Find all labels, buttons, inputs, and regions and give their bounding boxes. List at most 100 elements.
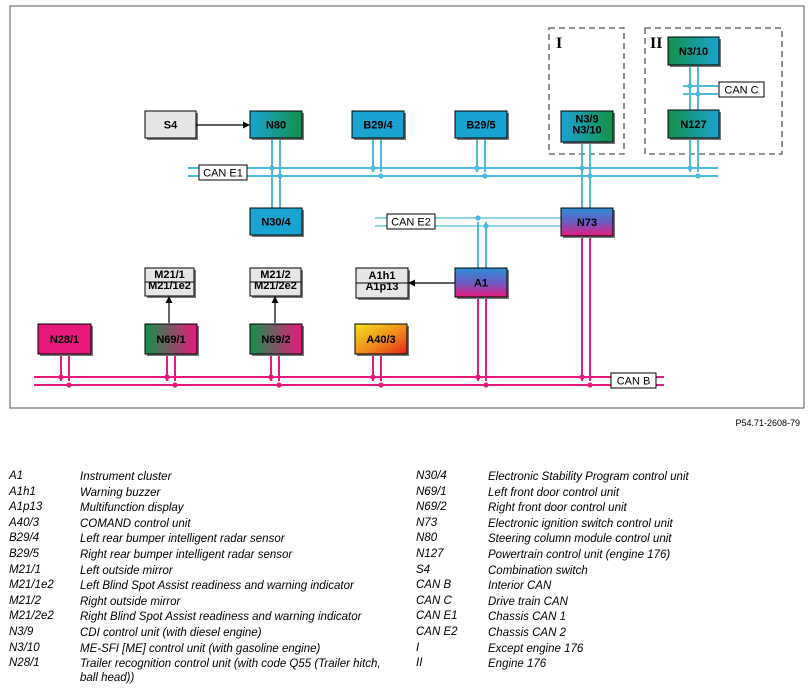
legend-description: Right outside mirror (80, 595, 181, 608)
legend-description: Except engine 176 (488, 642, 584, 655)
legend-code: CAN C (416, 594, 452, 607)
legend-code: N69/2 (416, 501, 447, 514)
can-c-label-box (718, 81, 765, 98)
module-n69-2 (249, 323, 303, 355)
bus-labels: CAN E1 CAN E2 CAN B CAN C (198, 81, 765, 389)
junction-dot (172, 382, 178, 388)
legend-description: COMAND control unit (80, 517, 191, 530)
legend-description: Drive train CAN (488, 595, 568, 608)
module-m21-1-label: M21/1e2 (148, 280, 191, 292)
legend-description: Electronic Stability Program control uni… (488, 471, 689, 483)
module-a40-3 (354, 323, 408, 355)
module-n69-1-label: N69/1 (156, 334, 185, 346)
legend-description: CDI control unit (with diesel engine) (80, 626, 262, 639)
legend-code: N80 (416, 532, 438, 545)
can-e2-label: CAN E2 (391, 217, 431, 229)
legend-description: Chassis CAN 1 (488, 611, 566, 624)
junction-dot (483, 382, 489, 388)
legend-description: Interior CAN (488, 580, 552, 593)
arrow-head-s4-n80 (243, 121, 250, 129)
module-n3-9-label: N3/9 (575, 114, 598, 126)
legend-description: Combination switch (488, 564, 588, 577)
can-e1-label: CAN E1 (203, 168, 243, 180)
module-n127-label: N127 (680, 119, 706, 131)
legend-description: Left front door control unit (488, 486, 620, 499)
module-a1h1-label: A1p13 (365, 281, 398, 293)
arrows (165, 121, 455, 323)
junction-dot (66, 382, 72, 388)
module-b29-5 (454, 110, 508, 139)
can-b-label: CAN B (617, 376, 651, 388)
legend-description: Electronic ignition switch control unit (488, 517, 673, 530)
module-m21-1-label: M21/1 (154, 269, 185, 281)
group-label-ii: II (650, 35, 662, 52)
module-a1-label: A1 (474, 278, 488, 290)
can-e2-label-box (386, 213, 436, 230)
module-n28-1-label: N28/1 (50, 334, 79, 346)
legend-item: A40/3 COMAND control unit (9, 517, 409, 533)
module-n3-10 (667, 36, 720, 66)
module-n69-1 (144, 323, 198, 355)
module-n28-1 (37, 323, 92, 355)
module-n80-label: N80 (266, 120, 286, 132)
legend-code: II (416, 657, 423, 670)
junction-dot (474, 165, 480, 171)
legend-description: Left outside mirror (80, 564, 173, 577)
legend-description: Steering column module control unit (488, 533, 672, 546)
arrow-head-a1-a1h1 (408, 279, 415, 287)
legend-code: N73 (416, 516, 438, 529)
junction-dot (277, 173, 283, 179)
legend-item: N80 Steering column module control unit (416, 532, 806, 548)
module-s4 (144, 110, 197, 139)
junction-dot (482, 173, 488, 179)
junction-dot (268, 374, 274, 380)
legend-code: M21/2 (9, 594, 41, 607)
can-b-label-box (610, 372, 657, 389)
module-b29-4 (351, 110, 405, 139)
junction-dot (378, 173, 384, 179)
module-n127 (667, 109, 720, 139)
legend-item: CAN C Drive train CAN (416, 595, 806, 611)
legend-code: N28/1 (9, 657, 40, 670)
legend-code: M21/1e2 (9, 579, 54, 592)
legend-code: N30/4 (416, 470, 447, 482)
junction-dot (587, 382, 593, 388)
legend-code: B29/5 (9, 547, 40, 560)
group-label-i: I (556, 35, 562, 52)
junction-dot (587, 173, 593, 179)
legend-code: S4 (416, 563, 431, 576)
legend-code: A40/3 (9, 516, 40, 529)
module-n3-10-label: N3/10 (679, 46, 708, 58)
legend-description: ME-SFI [ME] control unit (with gasoline … (80, 642, 321, 655)
junction-dot (58, 374, 64, 380)
legend-item: M21/1e2 Left Blind Spot Assist readiness … (9, 579, 409, 595)
module-n3-9 (560, 110, 614, 143)
junction-dot (695, 91, 701, 97)
legend-code: N3/9 (9, 625, 34, 638)
arrow-head-n69-2-m21-2 (271, 296, 279, 303)
junction-dot (269, 165, 275, 171)
legend-description: Left Blind Spot Assist readiness and war… (80, 580, 354, 593)
legend-code: N127 (416, 547, 444, 560)
legend-code: I (416, 641, 420, 654)
figure-reference: P54.71-2608-79 (735, 418, 800, 428)
legend-description: Instrument cluster (80, 471, 172, 483)
legend-item: N73 Electronic ignition switch control un… (416, 517, 806, 533)
module-n69-2-label: N69/2 (261, 334, 290, 346)
legend-item: M21/2 Right outside mirror (9, 595, 409, 611)
module-a40-3-label: A40/3 (366, 334, 395, 346)
legend-code: A1h1 (9, 485, 36, 498)
legend-code: N69/1 (416, 485, 447, 498)
